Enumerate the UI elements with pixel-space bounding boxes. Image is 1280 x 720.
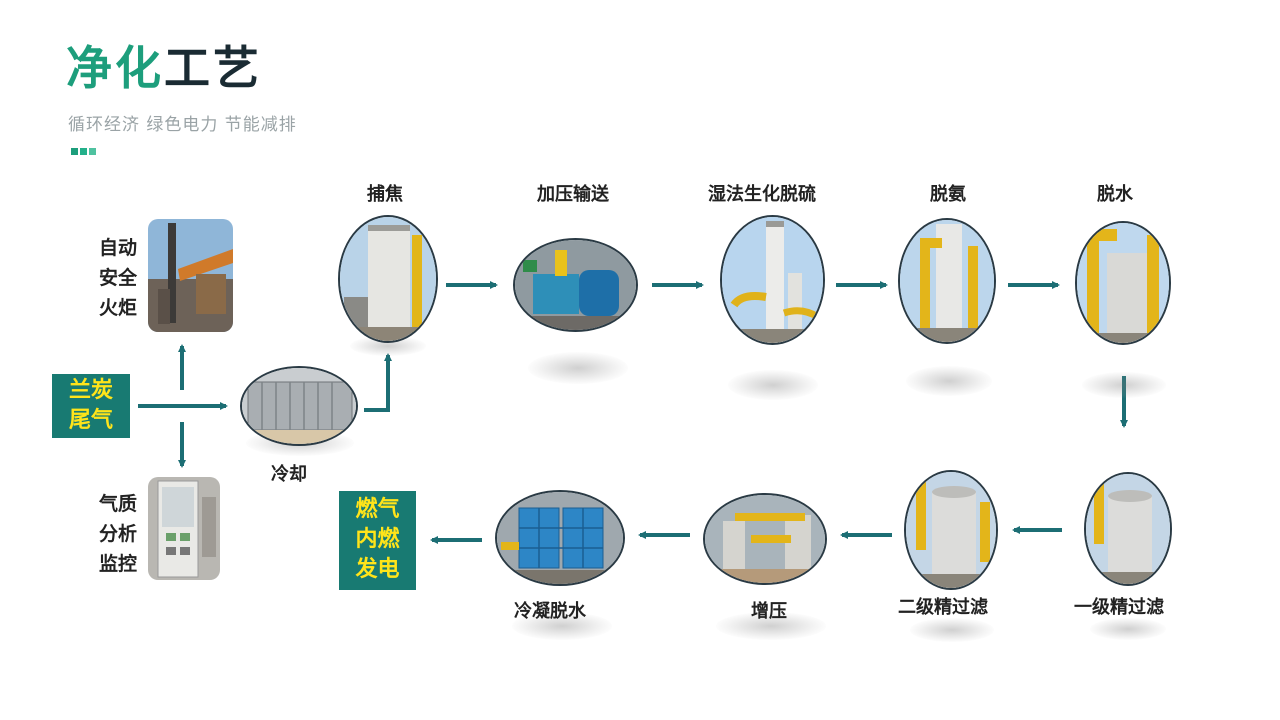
step-boost-label: 增压 bbox=[751, 601, 787, 622]
title-decoration-dots bbox=[71, 148, 96, 155]
step-filter1-label: 一级精过滤 bbox=[1074, 597, 1164, 618]
capture-shadow bbox=[350, 336, 426, 356]
page-subtitle: 循环经济 绿色电力 节能减排 bbox=[68, 115, 297, 135]
deammonia-shadow bbox=[906, 366, 992, 396]
desulfurize-shadow bbox=[728, 370, 818, 400]
step-pressurize-label: 加压输送 bbox=[537, 184, 609, 205]
torch-label-line: 安全 bbox=[98, 267, 137, 289]
cooling-photo bbox=[240, 366, 358, 446]
dewater-shadow bbox=[1082, 372, 1166, 398]
title-part-2: 工艺 bbox=[164, 41, 262, 95]
condense-photo bbox=[495, 490, 625, 586]
step-condense-label: 冷凝脱水 bbox=[514, 601, 586, 622]
step-dewater-label: 脱水 bbox=[1097, 184, 1133, 205]
filter2-shadow bbox=[910, 618, 994, 642]
decoration-dot bbox=[71, 148, 78, 155]
step-capture-label: 捕焦 bbox=[367, 184, 403, 205]
filter1-shadow bbox=[1090, 618, 1166, 640]
filter1-photo bbox=[1084, 472, 1172, 586]
step-deammonia-label: 脱氨 bbox=[930, 184, 966, 205]
torch-label-line: 自动 bbox=[98, 237, 137, 259]
output-label-line: 燃气 bbox=[355, 497, 400, 522]
analysis-label-line: 监控 bbox=[98, 553, 137, 575]
deammonia-photo bbox=[898, 218, 996, 344]
torch-label: 自动 安全 火炬 bbox=[96, 233, 140, 323]
input-label-line: 尾气 bbox=[68, 408, 113, 433]
desulfurize-photo bbox=[720, 215, 825, 345]
arrow-cooling-to-capture bbox=[364, 353, 392, 412]
title-part-1: 净化 bbox=[66, 41, 164, 95]
capture-photo bbox=[338, 215, 438, 343]
dewater-photo bbox=[1075, 221, 1171, 345]
analysis-cabinet-photo bbox=[148, 477, 220, 580]
input-label-line: 兰炭 bbox=[68, 378, 113, 403]
page-title: 净化工艺 bbox=[66, 40, 262, 96]
analysis-label-line: 分析 bbox=[98, 523, 137, 545]
analysis-label-line: 气质 bbox=[98, 493, 137, 515]
filter2-photo bbox=[904, 470, 998, 590]
output-label-line: 内燃 bbox=[355, 527, 400, 552]
step-cooling-label: 冷却 bbox=[271, 464, 307, 485]
decoration-dot bbox=[80, 148, 87, 155]
boost-shadow bbox=[716, 612, 826, 640]
input-tail-gas-label: 兰炭 尾气 bbox=[52, 374, 130, 438]
pressurize-photo bbox=[513, 238, 638, 332]
torch-label-line: 火炬 bbox=[98, 297, 137, 319]
boost-photo bbox=[703, 493, 827, 585]
condense-shadow bbox=[512, 612, 612, 640]
decoration-dot bbox=[89, 148, 96, 155]
step-desulfurize-label: 湿法生化脱硫 bbox=[708, 184, 816, 205]
output-label-line: 发电 bbox=[355, 557, 400, 582]
pressurize-shadow bbox=[528, 352, 628, 384]
step-filter2-label: 二级精过滤 bbox=[898, 597, 988, 618]
analysis-label: 气质 分析 监控 bbox=[96, 489, 140, 579]
torch-photo bbox=[148, 219, 233, 332]
output-gas-power-label: 燃气 内燃 发电 bbox=[339, 491, 416, 590]
